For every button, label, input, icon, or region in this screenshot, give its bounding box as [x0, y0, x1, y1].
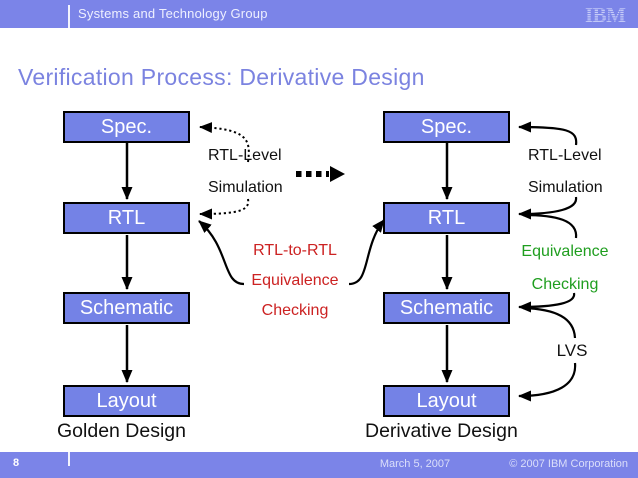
header-bar: Systems and Technology Group IBM: [0, 0, 638, 28]
label-derivative-sim-line2: Simulation: [528, 179, 603, 196]
label-golden-sim-line1: RTL-Level: [208, 147, 282, 164]
footer-copyright: © 2007 IBM Corporation: [509, 458, 628, 470]
dashed-transition-arrow-head: [330, 166, 345, 182]
label-rtl-equivalence: Equivalence: [251, 272, 339, 289]
label-rtl-checking: Checking: [261, 302, 329, 319]
flow-box-golden-schematic: Schematic: [63, 292, 190, 324]
label-derivative-sim-line1: RTL-Level: [528, 147, 602, 164]
caption-derivative-design: Derivative Design: [365, 420, 518, 442]
ibm-logo-icon: IBM: [585, 3, 627, 27]
label-checking: Checking: [531, 276, 599, 293]
curve-equiv-check-to-schematic-upper: [518, 292, 576, 313]
curve-equiv-check-to-schematic-lower: [522, 306, 577, 339]
label-equivalence: Equivalence: [521, 243, 609, 260]
flow-box-golden-layout: Layout: [63, 385, 190, 417]
header-group-title: Systems and Technology Group: [78, 6, 268, 21]
ibm-logo-text: IBM: [585, 3, 626, 27]
label-rtl-to-rtl: RTL-to-RTL: [253, 242, 337, 259]
page-title: Verification Process: Derivative Design: [18, 64, 425, 90]
footer-divider: [68, 452, 70, 466]
curve-lvs-to-layout: [518, 362, 577, 402]
footer-date: March 5, 2007: [379, 458, 451, 470]
flow-box-derivative-rtl: RTL: [383, 202, 510, 234]
curve-sim-to-derivative-spec: [518, 121, 578, 146]
footer-bar: [0, 452, 638, 478]
caption-golden-design: Golden Design: [57, 420, 186, 442]
header-divider: [68, 5, 70, 28]
label-golden-sim-line2: Simulation: [208, 179, 283, 196]
curve-sim-to-derivative-rtl-upper: [518, 196, 578, 220]
label-lvs: LVS: [556, 341, 588, 360]
footer-page-number: 8: [13, 457, 20, 469]
flow-box-derivative-schematic: Schematic: [383, 292, 510, 324]
flow-box-derivative-layout: Layout: [383, 385, 510, 417]
curve-sim-to-derivative-rtl-lower: [522, 213, 578, 239]
dotted-arrow-sim-to-golden-rtl: [199, 198, 250, 220]
flow-box-golden-rtl: RTL: [63, 202, 190, 234]
flow-box-derivative-spec: Spec.: [383, 111, 510, 143]
flow-box-golden-spec: Spec.: [63, 111, 190, 143]
